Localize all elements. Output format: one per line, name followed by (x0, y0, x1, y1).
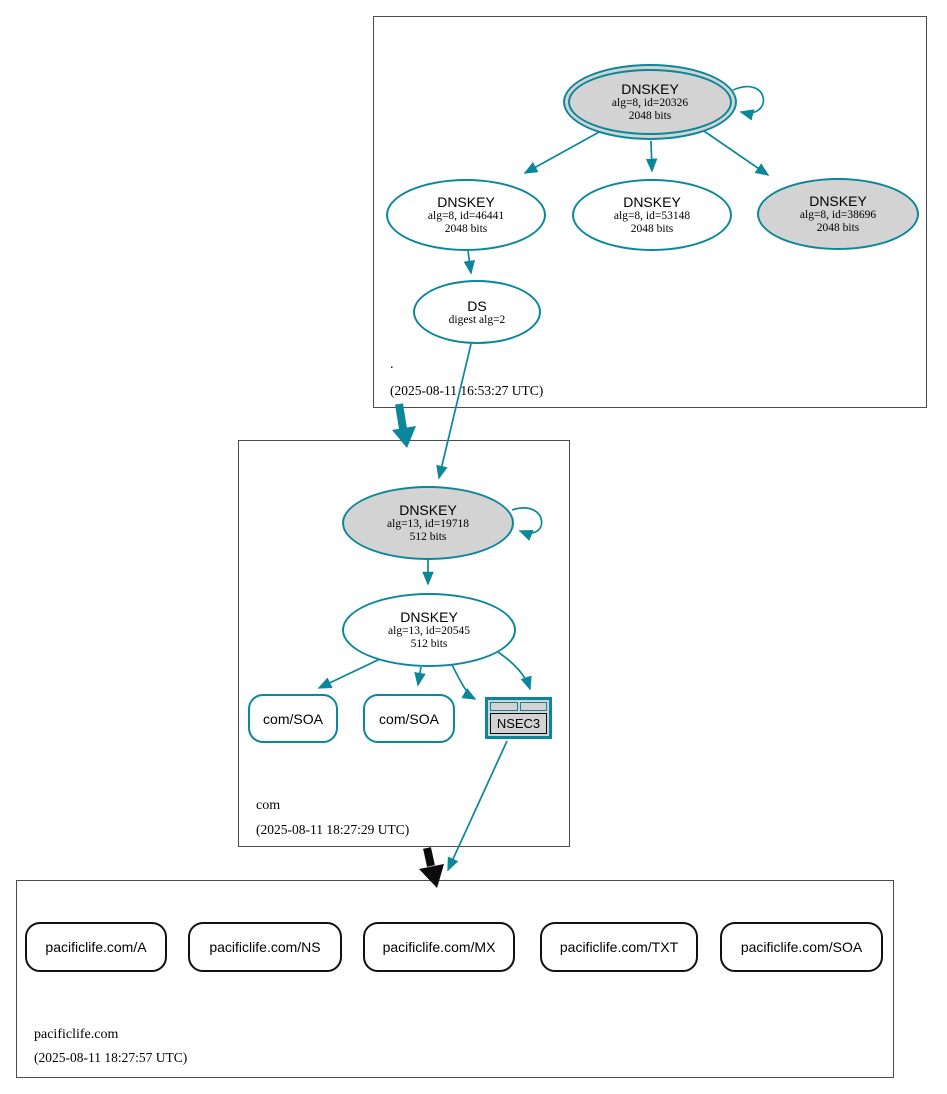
node-title: DNSKEY (399, 502, 457, 518)
node-title: DNSKEY (400, 609, 458, 625)
node-com-nsec3: NSEC3 (485, 697, 552, 739)
zone-label-root: . (390, 357, 394, 372)
node-detail-alg-id: alg=8, id=20326 (611, 97, 689, 109)
node-root-zsk2-dnskey: DNSKEY alg=8, id=53148 2048 bits (572, 179, 732, 251)
node-pacificlife-txt: pacificlife.com/TXT (540, 922, 698, 972)
nsec3-record-cells (490, 702, 547, 711)
node-detail-bits: 2048 bits (444, 223, 488, 235)
nsec3-cell-2 (519, 702, 547, 711)
rrset-label: pacificlife.com/A (45, 939, 147, 955)
edge-root-ksk-to-zsk1 (523, 130, 602, 174)
rrset-label: pacificlife.com/NS (209, 939, 321, 955)
node-root-ksk-dnskey: DNSKEY alg=8, id=20326 2048 bits (563, 64, 737, 140)
edge-com-ksk-selfloop (511, 507, 543, 541)
node-title: DNSKEY (621, 81, 679, 97)
node-root-zsk3-dnskey: DNSKEY alg=8, id=38696 2048 bits (757, 178, 919, 250)
node-detail-bits: 512 bits (410, 638, 448, 650)
node-detail-bits: 512 bits (409, 531, 447, 543)
nsec3-cell-1 (490, 702, 518, 711)
rrset-label: com/SOA (379, 710, 439, 727)
node-detail-bits: 2048 bits (628, 110, 672, 122)
node-detail-bits: 2048 bits (816, 222, 860, 234)
node-detail-digest: digest alg=2 (448, 313, 506, 326)
edge-nsec3-to-delegation (447, 740, 508, 872)
edge-root-ksk-to-zsk2 (645, 140, 658, 173)
rrset-label: pacificlife.com/TXT (559, 939, 679, 955)
node-title: DS (467, 297, 487, 314)
delegation-arrow-com-to-pacificlife (419, 847, 444, 888)
node-root-ds: DS digest alg=2 (413, 280, 541, 344)
zone-label-com: com (256, 798, 281, 813)
node-pacificlife-mx: pacificlife.com/MX (363, 922, 515, 972)
node-com-zsk-dnskey: DNSKEY alg=13, id=20545 512 bits (342, 593, 516, 667)
node-detail-alg-id: alg=8, id=53148 (613, 210, 691, 222)
rrset-label: pacificlife.com/SOA (740, 939, 863, 955)
node-root-zsk1-dnskey: DNSKEY alg=8, id=46441 2048 bits (386, 179, 546, 251)
zone-box-pacificlife: pacificlife.com (2025-08-11 18:27:57 UTC… (16, 880, 894, 1078)
rrset-label: pacificlife.com/MX (382, 939, 496, 955)
node-title: DNSKEY (623, 194, 681, 210)
edge-zsk1-to-ds (463, 250, 476, 275)
node-detail-bits: 2048 bits (630, 223, 674, 235)
zone-label-pacificlife: pacificlife.com (34, 1027, 119, 1042)
zone-timestamp-pacificlife: (2025-08-11 18:27:57 UTC) (34, 1050, 188, 1065)
edge-com-zsk-to-nsec3-top (497, 651, 532, 691)
delegation-arrow-root-to-com (392, 403, 416, 448)
edge-ds-to-com-ksk (436, 343, 472, 480)
node-pacificlife-soa: pacificlife.com/SOA (720, 922, 883, 972)
node-com-ksk-dnskey: DNSKEY alg=13, id=19718 512 bits (342, 486, 514, 560)
zone-box-root: . (2025-08-11 16:53:27 UTC) (373, 16, 927, 408)
zone-timestamp-com: (2025-08-11 18:27:29 UTC) (256, 822, 410, 837)
nsec3-label: NSEC3 (490, 713, 547, 734)
edge-com-zsk-to-soa1 (317, 657, 383, 689)
edge-com-zsk-to-soa2 (414, 666, 426, 687)
node-title: DNSKEY (809, 193, 867, 209)
node-com-soa-1: com/SOA (248, 694, 338, 743)
node-com-soa-2: com/SOA (363, 694, 455, 743)
node-detail-alg-id: alg=13, id=20545 (388, 625, 470, 637)
edge-root-ksk-selfloop (732, 85, 765, 121)
node-pacificlife-ns: pacificlife.com/NS (188, 922, 342, 972)
node-detail-alg-id: alg=8, id=38696 (799, 209, 877, 221)
rrset-label: com/SOA (263, 710, 323, 727)
node-detail-alg-id: alg=13, id=19718 (387, 518, 469, 530)
zone-timestamp-root: (2025-08-11 16:53:27 UTC) (390, 383, 544, 398)
node-pacificlife-a: pacificlife.com/A (25, 922, 167, 972)
node-title: DNSKEY (437, 194, 495, 210)
edge-com-zsk-to-nsec3-left (449, 660, 477, 700)
edge-root-ksk-to-zsk3 (700, 128, 770, 176)
node-detail-alg-id: alg=8, id=46441 (427, 210, 505, 222)
